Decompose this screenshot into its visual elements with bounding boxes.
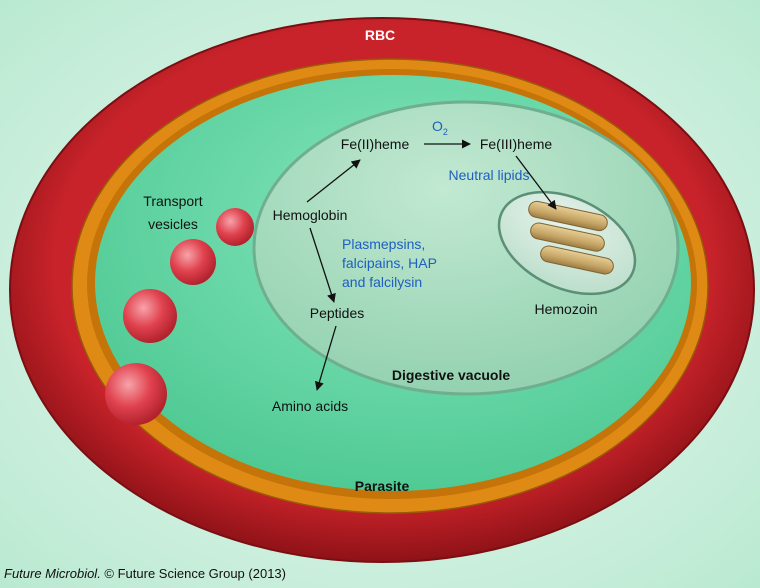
transport-vesicle: [123, 289, 177, 343]
parasite-label: Parasite: [355, 478, 410, 494]
arrow-peptides-to-amino-acids: [314, 325, 337, 391]
transport-vesicle: [105, 363, 167, 425]
hemozoin-crystal: [530, 222, 605, 252]
digestive-vacuole-label: Digestive vacuole: [392, 367, 510, 383]
enzymes-label-line3: and falcilysin: [342, 274, 422, 290]
rbc-label: RBC: [365, 27, 395, 43]
hemoglobin-label: Hemoglobin: [273, 207, 348, 223]
figure-caption: Future Microbiol. © Future Science Group…: [4, 566, 286, 581]
o2-label: O2: [432, 118, 448, 137]
transport-vesicles: [105, 208, 254, 425]
pathway-arrows: [306, 139, 557, 391]
caption-copyright: © Future Science Group (2013): [100, 566, 286, 581]
hemozoin-label: Hemozoin: [534, 301, 597, 317]
neutral-lipids-label: Neutral lipids: [449, 167, 530, 183]
transport-vesicle: [170, 239, 216, 285]
arrow-hemoglobin-to-fe2heme: [306, 159, 361, 203]
transport-vesicles-label-line2: vesicles: [148, 216, 198, 232]
peptides-label: Peptides: [310, 305, 364, 321]
hemozoin-crystal: [540, 245, 614, 275]
arrow-hemoglobin-to-peptides: [309, 227, 336, 303]
fe2-heme-label: Fe(II)heme: [341, 136, 410, 152]
arrow-fe3heme-to-hemozoin: [515, 155, 557, 210]
amino-acids-label: Amino acids: [272, 398, 348, 414]
transport-vesicles-label-line1: Transport: [143, 193, 203, 209]
digestive-vacuole: [252, 100, 680, 396]
enzymes-label-line2: falcipains, HAP: [342, 255, 437, 271]
transport-vesicle: [216, 208, 254, 246]
caption-journal: Future Microbiol.: [4, 566, 101, 581]
enzymes-label-line1: Plasmepsins,: [342, 236, 425, 252]
fe3-heme-label: Fe(III)heme: [480, 136, 553, 152]
